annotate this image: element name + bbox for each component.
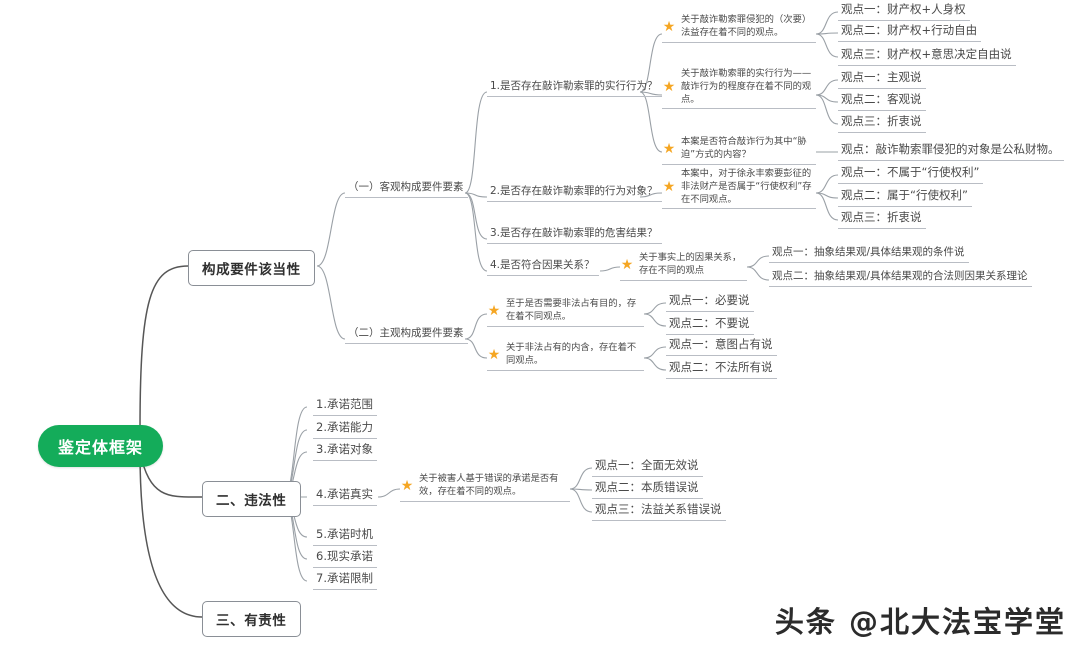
view-node-c4-3[interactable]: 观点三：折衷说 [838, 208, 926, 229]
comment-node-c5[interactable]: ★ 关于事实上的因果关系，存在不同的观点 [620, 252, 747, 281]
star-icon: ★ [487, 346, 501, 363]
comment-text: 关于非法占有的内含，存在着不同观点。 [506, 342, 637, 366]
comment-node-c7[interactable]: ★ 关于非法占有的内含，存在着不同观点。 [487, 342, 644, 371]
view-node-c1-3[interactable]: 观点三：财产权+意思决定自由说 [838, 45, 1016, 66]
comment-node-c6[interactable]: ★ 至于是否需要非法占有目的，存在着不同观点。 [487, 298, 644, 327]
comment-text: 关于敲诈勒索罪侵犯的（次要）法益存在着不同的观点。 [681, 14, 812, 38]
view-node-c7-2[interactable]: 观点二：不法所有说 [666, 358, 777, 379]
question-node-1[interactable]: 1.是否存在敲诈勒索罪的实行行为？ [487, 78, 662, 98]
consent-item-6[interactable]: 6.现实承诺 [313, 547, 377, 568]
group-node-objective-elements[interactable]: （一）客观构成要件要素 [345, 179, 468, 199]
consent-item-5[interactable]: 5.承诺时机 [313, 525, 377, 546]
view-node-c5-1[interactable]: 观点一：抽象结果观/具体结果观的条件说 [769, 244, 969, 264]
consent-item-3[interactable]: 3.承诺对象 [313, 440, 377, 461]
question-node-3[interactable]: 3.是否存在敲诈勒索罪的危害结果？ [487, 225, 662, 245]
view-node-c1-2[interactable]: 观点二：财产权+行动自由 [838, 21, 982, 42]
comment-text: 本案中，对于徐永丰索要彭征的非法财产是否属于“行使权利”存在不同观点。 [681, 168, 812, 205]
star-icon: ★ [662, 179, 676, 196]
branch-node-culpability[interactable]: 三、有责性 [202, 601, 301, 637]
comment-node-c3[interactable]: ★ 本案是否符合敲诈行为其中“胁迫”方式的内容？ [662, 136, 816, 165]
root-node[interactable]: 鉴定体框架 [38, 425, 164, 467]
view-node-c8-2[interactable]: 观点二：本质错误说 [592, 478, 703, 499]
view-node-c3-1[interactable]: 观点：敲诈勒索罪侵犯的对象是公私财物。 [838, 140, 1064, 161]
view-node-c5-2[interactable]: 观点二：抽象结果观/具体结果观的合法则因果关系理论 [769, 268, 1032, 288]
star-icon: ★ [620, 256, 634, 273]
view-node-c1-1[interactable]: 观点一：财产权+人身权 [838, 0, 970, 21]
comment-text: 至于是否需要非法占有目的，存在着不同观点。 [506, 298, 637, 322]
comment-node-c8[interactable]: ★ 关于被害人基于错误的承诺是否有效，存在着不同的观点。 [400, 473, 570, 502]
view-node-c4-1[interactable]: 观点一：不属于“行使权利” [838, 163, 984, 184]
star-icon: ★ [662, 140, 676, 157]
star-icon: ★ [662, 18, 676, 35]
consent-item-7[interactable]: 7.承诺限制 [313, 569, 377, 590]
star-icon: ★ [400, 477, 414, 494]
view-node-c7-1[interactable]: 观点一：意图占有说 [666, 335, 777, 356]
group-node-subjective-elements[interactable]: （二）主观构成要件要素 [345, 325, 468, 345]
comment-text: 关于敲诈勒索罪的实行行为——敲诈行为的程度存在着不同的观点。 [681, 68, 812, 105]
comment-text: 关于事实上的因果关系，存在不同的观点 [639, 252, 742, 276]
comment-node-c2[interactable]: ★ 关于敲诈勒索罪的实行行为——敲诈行为的程度存在着不同的观点。 [662, 68, 816, 110]
comment-text: 本案是否符合敲诈行为其中“胁迫”方式的内容？ [681, 136, 807, 160]
consent-item-2[interactable]: 2.承诺能力 [313, 418, 377, 439]
star-icon: ★ [487, 302, 501, 319]
view-node-c2-2[interactable]: 观点二：客观说 [838, 90, 926, 111]
view-node-c6-1[interactable]: 观点一：必要说 [666, 291, 754, 312]
branch-node-constitutive-elements[interactable]: 构成要件该当性 [188, 250, 315, 286]
comment-node-c4[interactable]: ★ 本案中，对于徐永丰索要彭征的非法财产是否属于“行使权利”存在不同观点。 [662, 168, 816, 210]
consent-item-4[interactable]: 4.承诺真实 [313, 485, 377, 506]
question-node-4[interactable]: 4.是否符合因果关系？ [487, 257, 599, 277]
comment-text: 关于被害人基于错误的承诺是否有效，存在着不同的观点。 [419, 473, 559, 497]
question-node-2[interactable]: 2.是否存在敲诈勒索罪的行为对象？ [487, 183, 662, 203]
view-node-c2-1[interactable]: 观点一：主观说 [838, 68, 926, 89]
consent-item-1[interactable]: 1.承诺范围 [313, 395, 377, 416]
view-node-c6-2[interactable]: 观点二：不要说 [666, 314, 754, 335]
branch-node-illegality[interactable]: 二、违法性 [202, 481, 301, 517]
view-node-c4-2[interactable]: 观点二：属于“行使权利” [838, 186, 972, 207]
watermark: 头条 @北大法宝学堂 [774, 605, 1066, 639]
comment-node-c1[interactable]: ★ 关于敲诈勒索罪侵犯的（次要）法益存在着不同的观点。 [662, 14, 816, 43]
view-node-c8-1[interactable]: 观点一：全面无效说 [592, 456, 703, 477]
view-node-c8-3[interactable]: 观点三：法益关系错误说 [592, 500, 726, 521]
star-icon: ★ [662, 79, 676, 96]
view-node-c2-3[interactable]: 观点三：折衷说 [838, 112, 926, 133]
